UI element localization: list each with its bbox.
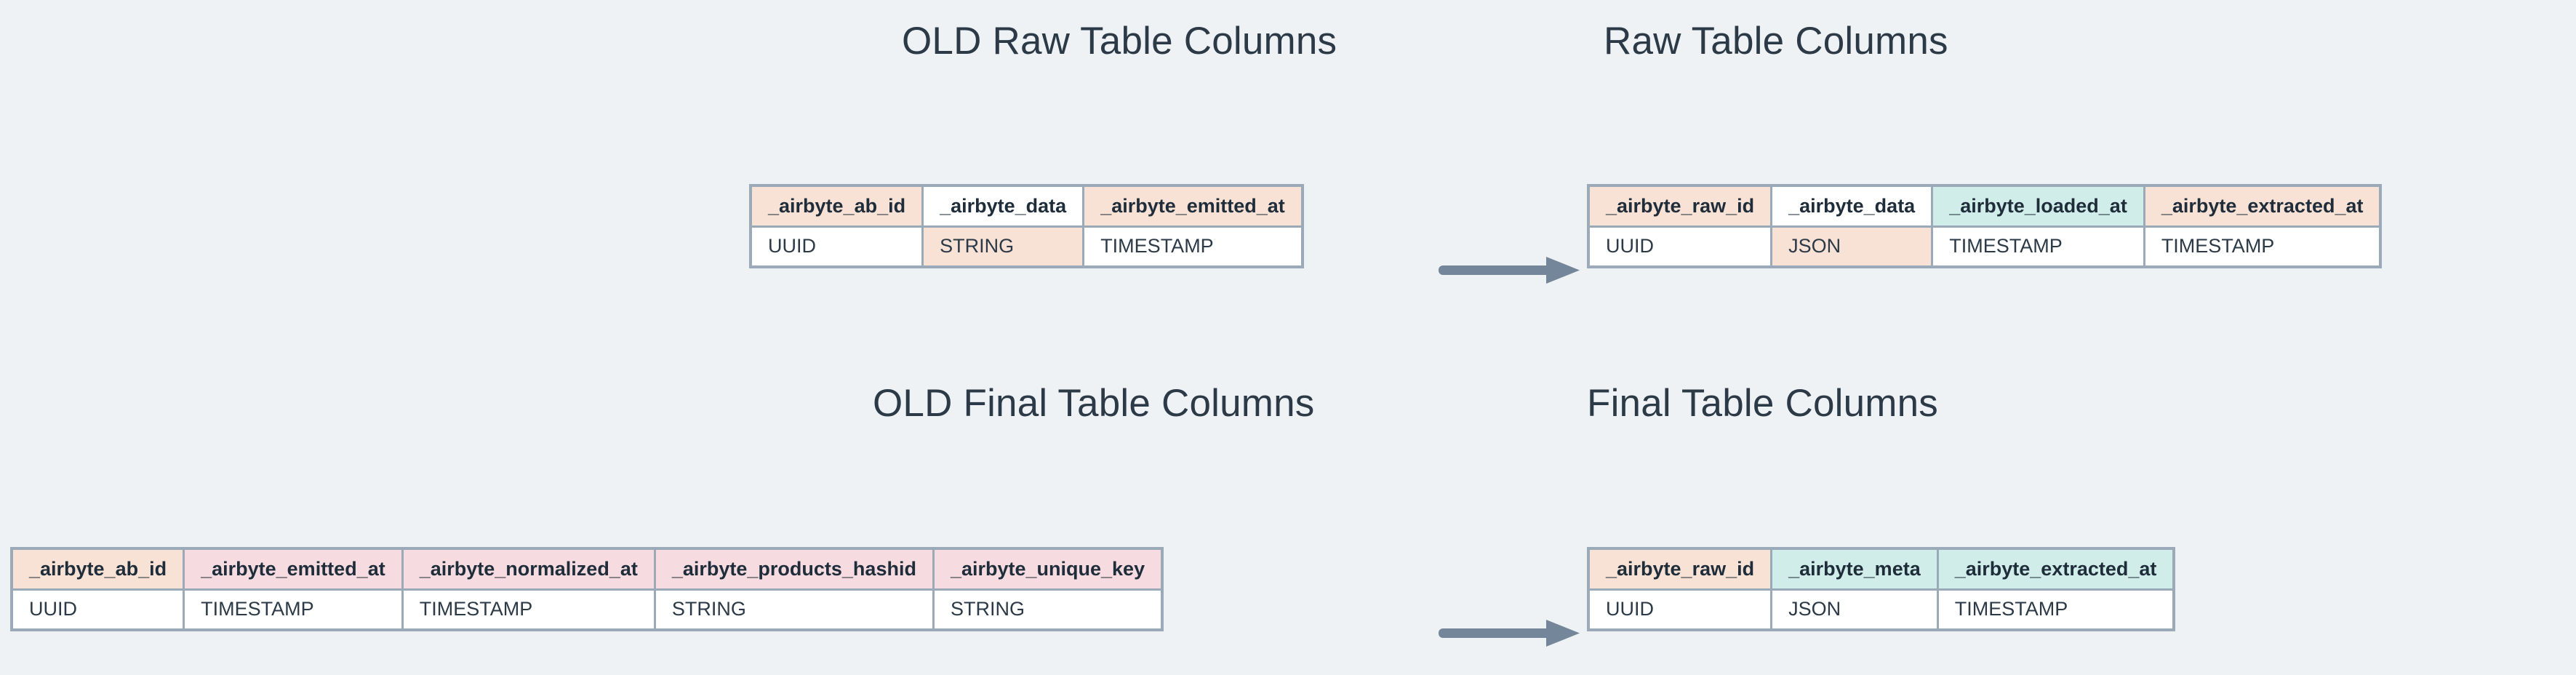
- table-old-raw-columns: _airbyte_ab_id_airbyte_data_airbyte_emit…: [749, 184, 1304, 268]
- column-type-cell: STRING: [932, 588, 1164, 631]
- section-title-raw: Raw Table Columns: [1604, 20, 1948, 63]
- column-type-cell: UUID: [749, 225, 924, 268]
- column-type-cell: STRING: [921, 225, 1085, 268]
- column-type-cell: UUID: [10, 588, 185, 631]
- column-header-cell: _airbyte_unique_key: [932, 547, 1164, 591]
- column-type-cell: JSON: [1770, 225, 1934, 268]
- column-type-cell: TIMESTAMP: [401, 588, 656, 631]
- column-header-cell: _airbyte_products_hashid: [653, 547, 935, 591]
- column-type-cell: TIMESTAMP: [1936, 588, 2175, 631]
- column-header-cell: _airbyte_ab_id: [10, 547, 185, 591]
- column-header-cell: _airbyte_meta: [1770, 547, 1939, 591]
- column-type-cell: TIMESTAMP: [1931, 225, 2145, 268]
- column-type-cell: TIMESTAMP: [183, 588, 404, 631]
- table-header-row: _airbyte_raw_id_airbyte_meta_airbyte_ext…: [1587, 547, 2175, 591]
- column-type-cell: UUID: [1587, 225, 1773, 268]
- column-type-cell: TIMESTAMP: [1082, 225, 1304, 268]
- arrow-right-icon-final: [1439, 616, 1580, 651]
- column-header-cell: _airbyte_emitted_at: [1082, 184, 1304, 228]
- table-header-row: _airbyte_ab_id_airbyte_data_airbyte_emit…: [749, 184, 1304, 228]
- section-title-final: Final Table Columns: [1587, 382, 1938, 425]
- column-header-cell: _airbyte_data: [1770, 184, 1934, 228]
- column-type-cell: TIMESTAMP: [2143, 225, 2382, 268]
- column-header-cell: _airbyte_normalized_at: [401, 547, 656, 591]
- column-type-cell: JSON: [1770, 588, 1939, 631]
- column-header-cell: _airbyte_raw_id: [1587, 184, 1773, 228]
- table-header-row: _airbyte_raw_id_airbyte_data_airbyte_loa…: [1587, 184, 2382, 228]
- column-header-cell: _airbyte_extracted_at: [1936, 547, 2175, 591]
- column-header-cell: _airbyte_emitted_at: [183, 547, 404, 591]
- column-header-cell: _airbyte_raw_id: [1587, 547, 1773, 591]
- column-header-cell: _airbyte_loaded_at: [1931, 184, 2145, 228]
- section-title-old-raw: OLD Raw Table Columns: [902, 20, 1337, 63]
- table-header-row: _airbyte_ab_id_airbyte_emitted_at_airbyt…: [10, 547, 1164, 591]
- table-final-columns: _airbyte_raw_id_airbyte_meta_airbyte_ext…: [1587, 547, 2176, 631]
- table-raw-columns: _airbyte_raw_id_airbyte_data_airbyte_loa…: [1587, 184, 2383, 268]
- column-header-cell: _airbyte_extracted_at: [2143, 184, 2382, 228]
- section-title-old-final: OLD Final Table Columns: [873, 382, 1315, 425]
- table-old-final-columns: _airbyte_ab_id_airbyte_emitted_at_airbyt…: [10, 547, 1164, 631]
- column-type-cell: UUID: [1587, 588, 1773, 631]
- column-header-cell: _airbyte_data: [921, 184, 1085, 228]
- column-header-cell: _airbyte_ab_id: [749, 184, 924, 228]
- arrow-right-icon-raw: [1439, 253, 1580, 288]
- column-type-cell: STRING: [653, 588, 935, 631]
